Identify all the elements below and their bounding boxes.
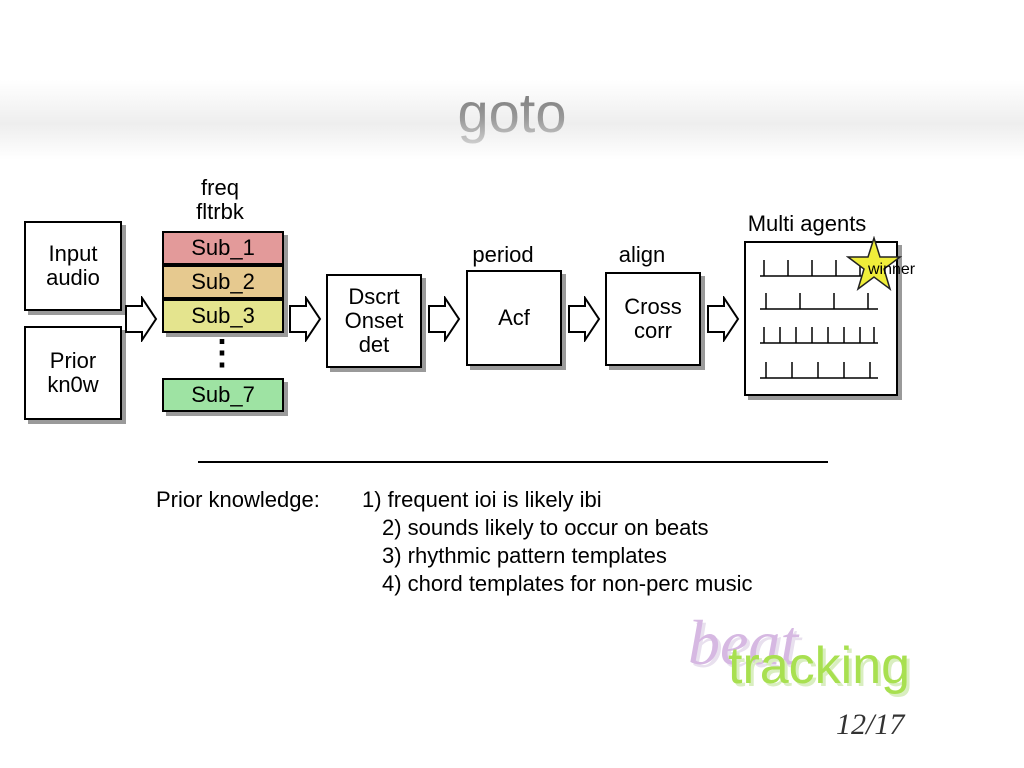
prior-knowledge-label: Prior kn0w xyxy=(47,348,99,397)
filterbank-label: freq fltrbk xyxy=(196,175,244,224)
prior-knowledge-item: 1) frequent ioi is likely ibi xyxy=(362,487,602,512)
align-caption: align xyxy=(618,242,666,267)
arrow-icon xyxy=(568,296,601,342)
subband-1: Sub_1 xyxy=(162,231,284,265)
cross-corr-box: Cross corr xyxy=(605,272,701,366)
prior-knowledge-item: 3) rhythmic pattern templates xyxy=(382,543,667,568)
prior-knowledge-heading: Prior knowledge: xyxy=(156,487,320,512)
subband-3: Sub_3 xyxy=(162,299,284,333)
acf-box: Acf xyxy=(466,270,562,366)
winner-label: winner xyxy=(868,261,916,278)
onset-detection-label: Dscrt Onset det xyxy=(344,284,404,357)
subband-2-label: Sub_2 xyxy=(191,269,255,294)
subband-2: Sub_2 xyxy=(162,265,284,299)
subband-ellipsis: ⋮ xyxy=(205,334,239,372)
subband-3-label: Sub_3 xyxy=(191,303,255,328)
winner-star-icon xyxy=(846,236,902,291)
input-audio-label: Input audio xyxy=(46,241,100,290)
input-audio-box: Input audio xyxy=(24,221,122,311)
prior-knowledge-item: 4) chord templates for non-perc music xyxy=(382,571,753,596)
acf-label: Acf xyxy=(498,305,530,330)
prior-knowledge-box: Prior kn0w xyxy=(24,326,122,420)
period-caption: period xyxy=(472,242,534,267)
arrow-icon xyxy=(707,296,740,342)
onset-detection-box: Dscrt Onset det xyxy=(326,274,422,368)
multi-agents-caption: Multi agents xyxy=(747,211,867,236)
arrow-icon xyxy=(428,296,461,342)
subband-7-label: Sub_7 xyxy=(191,382,255,407)
page-number: 12/17 xyxy=(836,708,905,741)
cross-corr-label: Cross corr xyxy=(624,294,682,343)
title-band xyxy=(0,80,1024,160)
brand-beat: beat xyxy=(688,607,799,678)
arrow-icon xyxy=(125,296,158,342)
slide-title: goto xyxy=(0,80,1024,145)
divider xyxy=(198,461,828,463)
brand-tracking: tracking xyxy=(728,637,911,695)
arrow-icon xyxy=(289,296,322,342)
subband-1-label: Sub_1 xyxy=(191,235,255,260)
prior-knowledge-item: 2) sounds likely to occur on beats xyxy=(382,515,709,540)
subband-7: Sub_7 xyxy=(162,378,284,412)
